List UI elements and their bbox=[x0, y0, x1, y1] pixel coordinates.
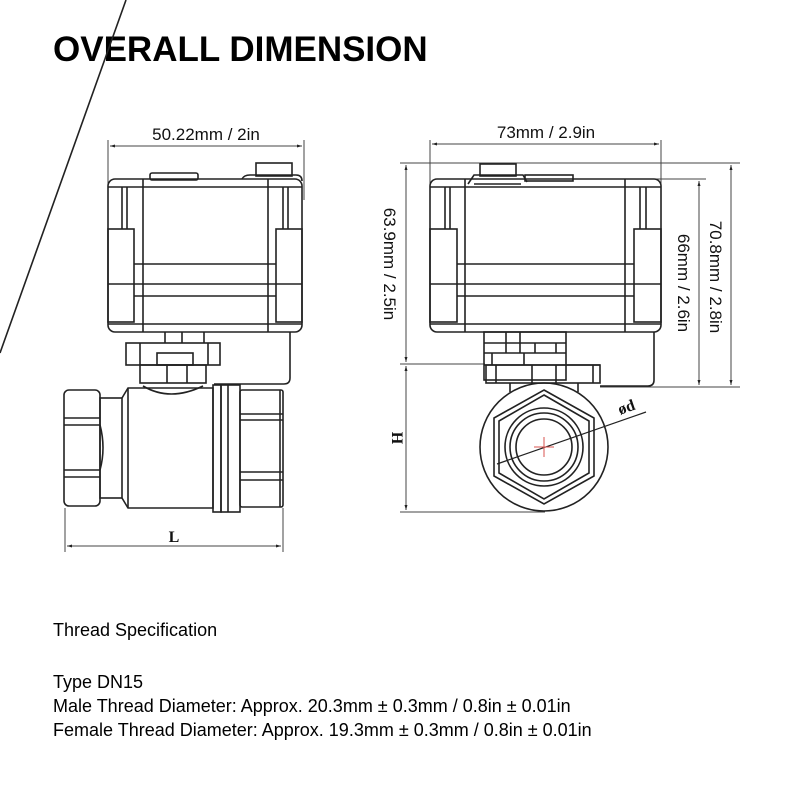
page-title: OVERALL DIMENSION bbox=[53, 30, 428, 69]
thread-spec-heading: Thread Specification bbox=[53, 620, 218, 640]
body-height-label: H bbox=[388, 432, 405, 445]
actuator-height-dimension: 63.9mm / 2.5in bbox=[380, 208, 399, 320]
front-width-dimension: 50.22mm / 2in bbox=[152, 125, 260, 144]
male-thread-diameter: Male Thread Diameter: Approx. 20.3mm ± 0… bbox=[53, 696, 571, 716]
side-view bbox=[400, 140, 740, 513]
inner-height-dimension: 66mm / 2.6in bbox=[674, 234, 693, 332]
overall-height-dimension: 70.8mm / 2.8in bbox=[706, 221, 725, 333]
center-mark bbox=[534, 437, 554, 457]
length-label: L bbox=[169, 529, 180, 546]
diameter-label: ød bbox=[616, 397, 638, 419]
dimension-drawing: 50.22mm / 2in L bbox=[0, 0, 740, 552]
front-view bbox=[0, 0, 305, 552]
side-width-dimension: 73mm / 2.9in bbox=[497, 123, 595, 142]
female-thread-diameter: Female Thread Diameter: Approx. 19.3mm ±… bbox=[53, 720, 592, 740]
thread-type: Type DN15 bbox=[53, 672, 144, 692]
